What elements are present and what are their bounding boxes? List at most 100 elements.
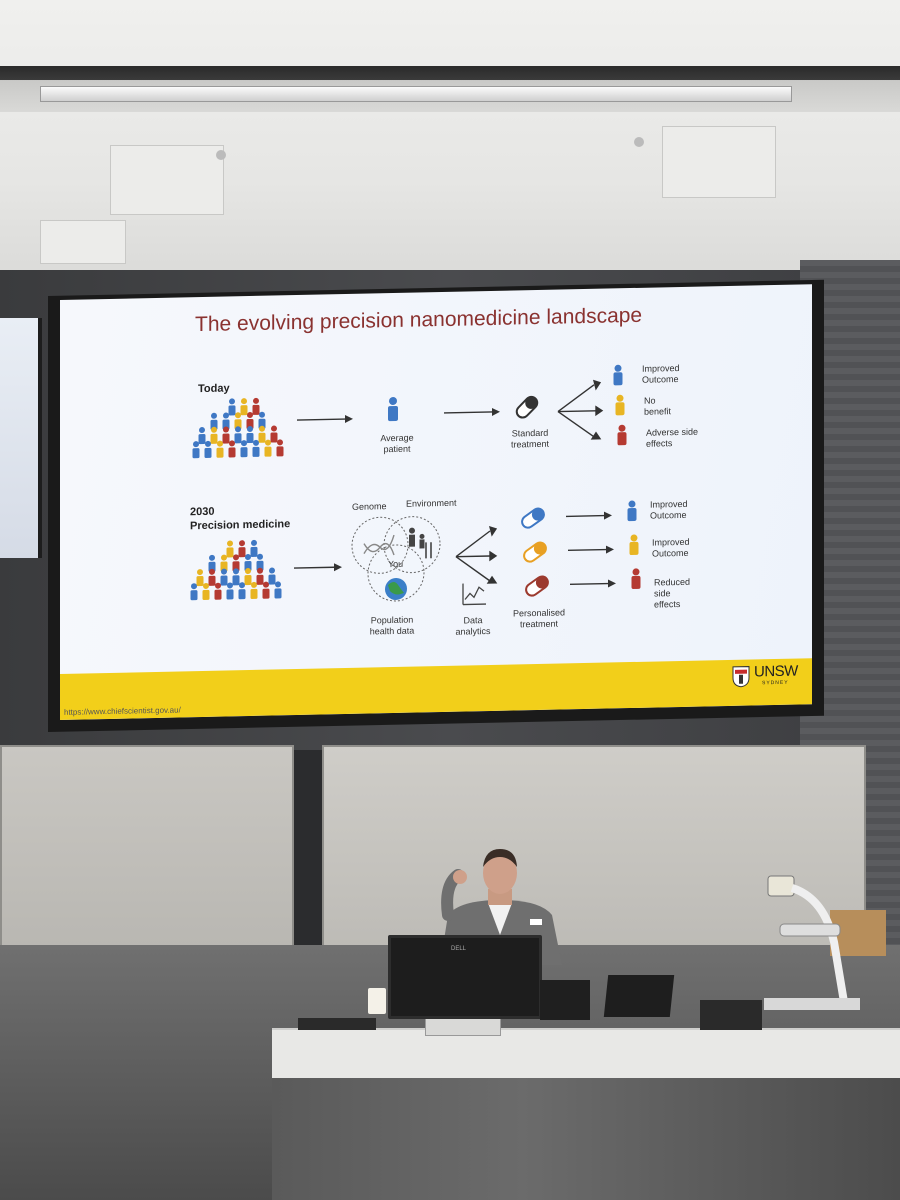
outcome-item xyxy=(628,534,640,561)
arrow-icon xyxy=(297,415,353,424)
person-icon xyxy=(204,440,212,458)
outcome-item xyxy=(626,500,638,527)
person-icon xyxy=(264,439,272,457)
person-yellow-icon xyxy=(629,534,639,556)
ceiling-light xyxy=(40,86,792,102)
arrow-icon xyxy=(570,579,616,588)
person-icon xyxy=(232,568,240,586)
person-icon xyxy=(232,554,240,572)
logo-text: UNSW xyxy=(754,662,798,681)
data-analytics-icon xyxy=(462,583,486,606)
person-icon xyxy=(252,397,260,415)
person-icon xyxy=(240,440,248,458)
person-icon xyxy=(258,411,266,429)
lectern-front xyxy=(272,1078,900,1200)
paper-cup xyxy=(368,988,386,1014)
desktop-monitor[interactable]: DELL xyxy=(388,935,542,1019)
arrow-icon xyxy=(566,511,612,520)
person-yellow-icon xyxy=(615,394,625,416)
branch-arrows-icon xyxy=(455,525,498,584)
person-icon xyxy=(274,581,282,599)
person-icon xyxy=(234,426,242,444)
arrow-icon xyxy=(568,545,614,554)
pill-icon xyxy=(515,395,539,419)
you-label: You xyxy=(388,558,404,570)
genome-label: Genome xyxy=(352,501,387,512)
person-red-icon xyxy=(631,568,641,589)
person-icon xyxy=(210,412,218,430)
cutlery-icon xyxy=(425,542,432,559)
person-blue-icon xyxy=(627,500,637,522)
person-icon xyxy=(258,425,266,443)
crowd-today-icon xyxy=(192,397,284,459)
arrow-icon xyxy=(294,563,342,572)
person-icon xyxy=(262,581,270,599)
person-icon xyxy=(220,554,228,572)
monitor-brand: DELL xyxy=(451,946,467,952)
person-icon xyxy=(238,540,246,558)
projected-slide: The evolving precision nanomedicine land… xyxy=(60,284,812,720)
person-icon xyxy=(222,412,230,430)
smoke-detector xyxy=(634,137,644,147)
venn-diagram xyxy=(351,516,441,602)
person-icon xyxy=(208,554,216,572)
left-projection-screen xyxy=(0,318,42,558)
whiteboard-right xyxy=(322,745,866,949)
person-blue-icon xyxy=(388,397,398,422)
environment-label: Environment xyxy=(406,497,457,509)
person-icon xyxy=(244,554,252,572)
person-icon xyxy=(202,582,210,600)
pill-red-icon xyxy=(525,575,549,597)
logo-subtext: SYDNEY xyxy=(762,679,789,687)
unsw-crest-icon xyxy=(732,666,750,688)
person-icon xyxy=(240,398,248,416)
person-icon xyxy=(256,567,264,585)
microphone-receiver xyxy=(700,1000,762,1030)
family-icon xyxy=(409,527,425,549)
laptop[interactable] xyxy=(603,975,675,1017)
person-icon xyxy=(246,426,254,444)
unsw-logo: UNSW SYDNEY xyxy=(732,663,798,690)
person-icon xyxy=(228,440,236,458)
control-panel[interactable] xyxy=(540,980,590,1020)
branch-arrows-icon xyxy=(557,379,604,440)
pill-blue-icon xyxy=(521,507,545,529)
globe-icon xyxy=(385,577,407,600)
arrow-icon xyxy=(444,407,500,416)
pill-yellow-icon xyxy=(523,541,547,563)
person-icon xyxy=(220,568,228,586)
person-icon xyxy=(268,567,276,585)
dna-icon xyxy=(363,534,395,556)
person-icon xyxy=(226,582,234,600)
whiteboard-left xyxy=(0,745,294,949)
outcome-item xyxy=(616,424,628,451)
ceiling-tile xyxy=(40,220,126,264)
slide-title: The evolving precision nanomedicine land… xyxy=(195,303,643,337)
person-icon xyxy=(222,426,230,444)
person-icon xyxy=(250,539,258,557)
ceiling-tile xyxy=(110,145,224,215)
person-icon xyxy=(228,398,236,416)
crowd-2030-icon xyxy=(190,539,282,601)
person-red-icon xyxy=(617,424,627,446)
outcome-item xyxy=(614,394,626,421)
person-blue-icon xyxy=(613,364,623,386)
lectern-desk-top xyxy=(272,1028,900,1080)
smoke-detector xyxy=(216,150,226,160)
outcome-item xyxy=(630,568,642,595)
person-icon xyxy=(252,439,260,457)
outcome-item xyxy=(612,364,624,391)
keyboard[interactable] xyxy=(298,1018,376,1030)
document-camera[interactable] xyxy=(764,872,864,1012)
